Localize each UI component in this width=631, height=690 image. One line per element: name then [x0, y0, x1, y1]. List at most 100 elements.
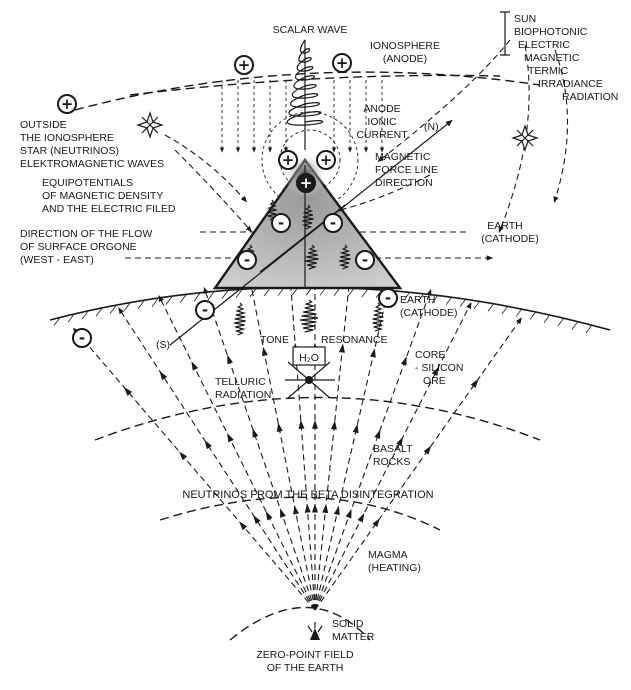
label-telluric: TELLURIC RADIATION: [215, 376, 271, 401]
hatch-tick: [361, 288, 369, 298]
neutrino-ray-arrowhead: [372, 518, 380, 528]
neutrino-ray-arrowhead: [280, 508, 286, 518]
neutrino-ray-arrowhead: [293, 505, 300, 515]
neutrino-ray-arrowhead: [400, 356, 407, 366]
charge-symbols: ++++++-------: [57, 53, 398, 348]
equipotentials-line-1: EQUIPOTENTIALS: [42, 177, 133, 189]
neutrino-ray-arrowhead: [265, 511, 273, 521]
hatch-tick: [207, 291, 215, 301]
neutrino-ray: [248, 276, 316, 611]
equipotential-circle: [261, 111, 359, 209]
orgone-line-2: OF SURFACE ORGONE: [20, 241, 137, 253]
hatch-tick: [193, 293, 201, 302]
plus-charge-icon: +: [296, 173, 316, 193]
neutrino-ray-arrowhead: [470, 378, 479, 388]
core-arc: [94, 396, 541, 441]
field-arrow-left: [174, 149, 253, 233]
tone-label: TONE: [260, 334, 289, 346]
svg-text:-: -: [79, 329, 85, 347]
neutrino-ray-arrowhead: [374, 429, 381, 439]
solid-line-1: SOLID: [332, 618, 364, 630]
hatch-tick: [501, 305, 509, 315]
neutrino-ray-arrowhead: [239, 521, 248, 531]
outside-line-3: STAR (NEUTRINOS): [20, 145, 119, 157]
zero-point-source-icon: [307, 622, 323, 640]
magnetic-line-1: MAGNETIC: [375, 151, 431, 163]
equipotentials-line-2: OF MAGNETIC DENSITY: [42, 190, 163, 202]
sun-radiation-line-3: [553, 49, 568, 204]
svg-text:+: +: [320, 151, 333, 169]
neutrino-ray: [287, 271, 316, 611]
svg-text:+: +: [300, 174, 313, 192]
earth-lower-line-1: EARTH: [400, 294, 435, 306]
hatch-tick: [557, 317, 565, 327]
core-line-1: CORE: [415, 349, 445, 361]
star-burst-icon: [511, 124, 539, 152]
earth-lower-line-2: (CATHODE): [400, 307, 458, 319]
orgone-line-3: (WEST - EAST): [20, 254, 94, 266]
label-equipotentials: EQUIPOTENTIALS OF MAGNETIC DENSITY AND T…: [42, 177, 176, 215]
hatch-tick: [515, 308, 523, 317]
orgone-line-1: DIRECTION OF THE FLOW: [20, 228, 152, 240]
hatch-tick: [109, 305, 117, 314]
neutrino-ray-arrowhead: [352, 423, 359, 434]
resonance-label: RESONANCE: [321, 334, 388, 346]
hatch-tick: [81, 310, 89, 320]
label-sun: SUN BIOPHOTONIC ELECTRIC MAGNETIC TERMIC…: [514, 13, 618, 103]
neutrino-ray-arrowhead: [333, 505, 340, 516]
scalar-wave-spiral-icon: [286, 39, 324, 150]
zero-point-line-2: OF THE EARTH: [267, 662, 344, 674]
plus-charge-icon: +: [332, 53, 352, 73]
anode-line-1: ANODE: [363, 103, 400, 115]
svg-text:-: -: [330, 214, 336, 232]
hatch-tick: [431, 294, 439, 304]
resonance-wave-right: [372, 302, 384, 332]
pyramid-wave: [266, 199, 277, 221]
north-label: (N): [424, 121, 439, 133]
plus-charge-icon: +: [316, 150, 336, 170]
neutrino-ray: [314, 302, 472, 611]
svg-text:-: -: [202, 301, 208, 319]
neutrino-ray-arrowhead: [369, 348, 376, 358]
pyramid-wave: [301, 204, 314, 230]
minus-charge-icon: -: [237, 250, 257, 270]
label-magnetic-force: MAGNETIC FORCE LINE DIRECTION: [375, 151, 438, 189]
water-label: H₂O: [299, 352, 319, 364]
neutrino-ray-arrowhead: [179, 451, 188, 461]
label-earth-lower: EARTH (CATHODE): [400, 294, 458, 319]
neutrino-ray-arrowhead: [345, 508, 352, 519]
minus-charge-icon: -: [323, 213, 343, 233]
hatch-tick: [53, 317, 61, 326]
resonance-wave-center: [299, 299, 319, 333]
neutrino-ray-arrowhead: [252, 428, 259, 438]
svg-text:+: +: [238, 56, 251, 74]
equipotentials-line-3: AND THE ELECTRIC FILED: [42, 203, 176, 215]
earth-upper-line-1: EARTH: [487, 220, 522, 232]
anode-line-3: CURRENT: [356, 129, 408, 141]
neutrino-ray-arrowhead: [191, 361, 199, 371]
hatch-tick: [487, 303, 495, 312]
magnetic-force-line: [169, 119, 453, 346]
svg-text:-: -: [244, 251, 250, 269]
hatch-tick: [459, 298, 467, 308]
core-line-2: - SILICON: [415, 362, 463, 374]
neutrino-ray-arrowhead: [312, 503, 318, 513]
svg-text:+: +: [282, 151, 295, 169]
svg-text:+: +: [336, 54, 349, 72]
pyramid-wave: [305, 244, 319, 270]
neutrino-ray: [314, 272, 353, 611]
hatch-tick: [529, 311, 537, 320]
magnetic-line-2: FORCE LINE: [375, 164, 438, 176]
telluric-line-1: TELLURIC: [215, 376, 266, 388]
svg-text:+: +: [61, 95, 74, 113]
earth-surface-line: [49, 286, 611, 331]
field-arrow-star: [164, 134, 248, 203]
minus-charge-icon: -: [72, 328, 92, 348]
sun-bracket: [500, 11, 510, 56]
outside-line-2: THE IONOSPHERE: [20, 132, 114, 144]
neutrino-ray-arrowhead: [159, 370, 168, 381]
sun-line-1: SUN: [514, 13, 536, 25]
label-orgone: DIRECTION OF THE FLOW OF SURFACE ORGONE …: [20, 228, 152, 266]
neutrino-radial-lines: [72, 271, 522, 611]
label-outside: OUTSIDE THE IONOSPHERE STAR (NEUTRINOS) …: [20, 119, 164, 170]
